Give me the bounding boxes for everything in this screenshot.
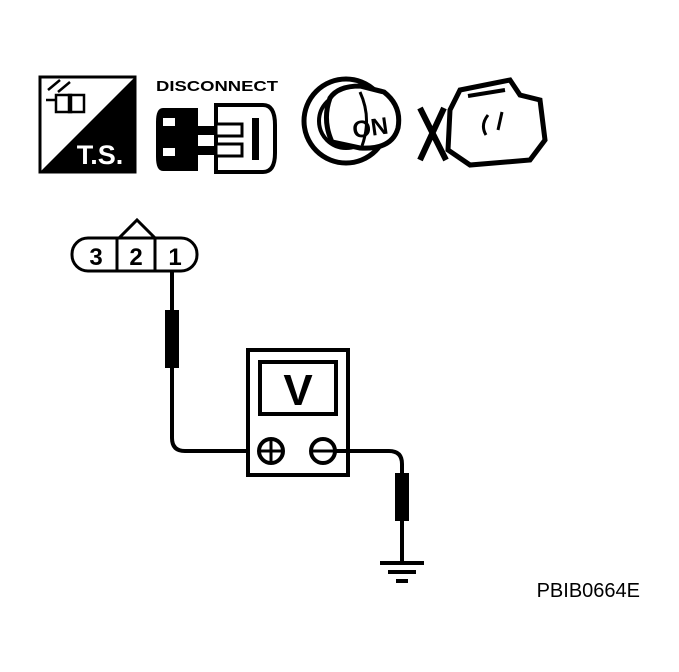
disconnect-label: DISCONNECT [156, 78, 278, 95]
connector-icon: 3 2 1 [70, 217, 199, 273]
ts-icon: T.S. [38, 75, 137, 174]
connector-pin-2: 2 [129, 244, 142, 271]
ground-icon [380, 561, 424, 583]
ts-label: T.S. [77, 140, 124, 170]
connector-disconnect-icon: DISCONNECT [156, 78, 278, 174]
engine-off-icon [417, 77, 548, 168]
positive-probe-lead [165, 271, 252, 453]
voltmeter-symbol: V [283, 366, 313, 415]
minus-terminal-icon [309, 437, 337, 465]
connector-pin-1: 1 [168, 244, 181, 271]
negative-probe-lead [335, 449, 409, 562]
connector-pin-3: 3 [89, 244, 102, 271]
figure-code: PBIB0664E [537, 580, 640, 602]
ignition-on-label: ON [351, 113, 390, 145]
plus-terminal-icon [257, 437, 285, 465]
ignition-key-on-icon: ON [301, 76, 402, 166]
voltmeter: V [246, 348, 350, 477]
